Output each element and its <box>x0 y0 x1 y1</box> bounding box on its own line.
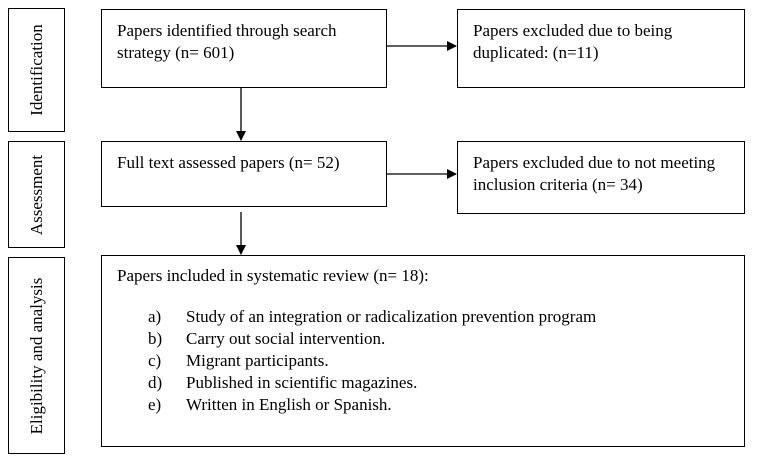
stage-identification: Identification <box>8 8 65 132</box>
duplicated-box: Papers excluded due to being duplicated:… <box>457 9 745 88</box>
criteria-text: Written in English or Spanish. <box>186 395 392 414</box>
not-meeting-text: Papers excluded due to not meeting inclu… <box>473 153 716 194</box>
criteria-text: Migrant participants. <box>186 351 329 370</box>
criteria-item: d) Published in scientific magazines. <box>148 372 596 394</box>
included-text: Papers included in systematic review (n=… <box>117 266 429 285</box>
criteria-text: Carry out social intervention. <box>186 329 386 348</box>
identified-box: Papers identified through search strateg… <box>101 9 387 88</box>
included-box: Papers included in systematic review (n=… <box>101 255 745 447</box>
criteria-item: a) Study of an integration or radicaliza… <box>148 306 596 328</box>
stage-assessment: Assessment <box>8 141 65 248</box>
criteria-letter: e) <box>148 395 162 414</box>
criteria-text: Published in scientific magazines. <box>186 373 418 392</box>
stage-eligibility: Eligibility and analysis <box>8 257 65 454</box>
not-meeting-box: Papers excluded due to not meeting inclu… <box>457 141 745 214</box>
identified-text: Papers identified through search strateg… <box>117 21 337 62</box>
criteria-list: a) Study of an integration or radicaliza… <box>148 306 596 416</box>
assessed-box: Full text assessed papers (n= 52) <box>101 141 387 207</box>
criteria-letter: a) <box>148 307 162 326</box>
assessed-text: Full text assessed papers (n= 52) <box>117 153 340 172</box>
criteria-letter: b) <box>148 329 163 348</box>
duplicated-text: Papers excluded due to being duplicated:… <box>473 21 673 62</box>
criteria-item: e) Written in English or Spanish. <box>148 394 596 416</box>
criteria-item: c) Migrant participants. <box>148 350 596 372</box>
criteria-item: b) Carry out social intervention. <box>148 328 596 350</box>
criteria-text: Study of an integration or radicalizatio… <box>186 307 597 326</box>
criteria-letter: d) <box>148 373 163 392</box>
criteria-letter: c) <box>148 351 162 370</box>
